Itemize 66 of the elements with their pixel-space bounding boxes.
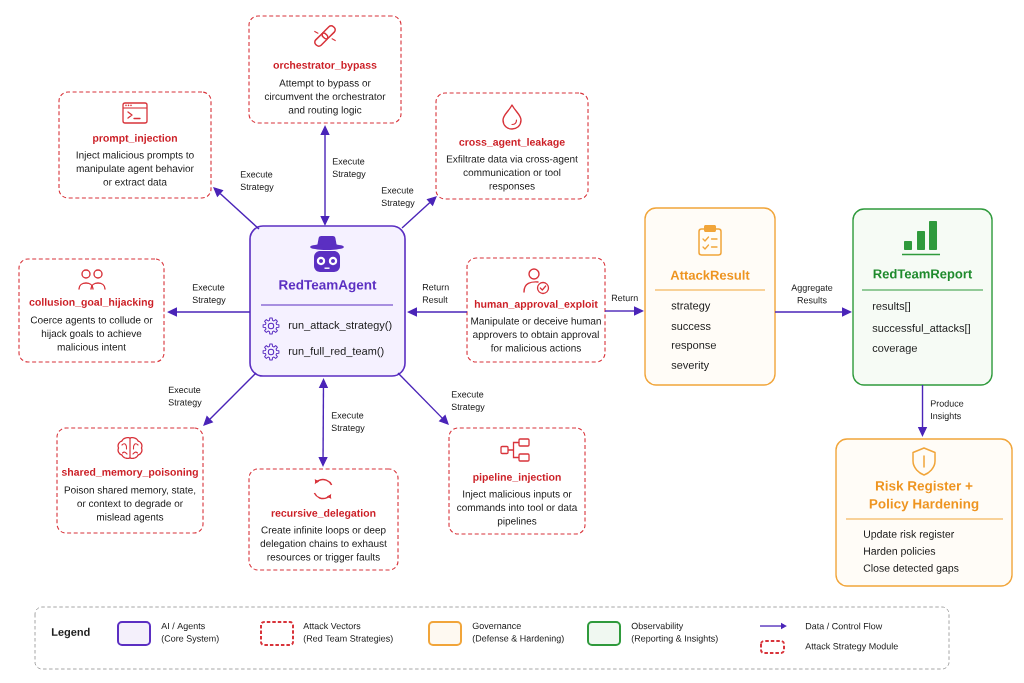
edge-label: Execute Strategy: [168, 386, 202, 408]
method-label: run_full_red_team(): [288, 346, 384, 358]
attack-vector-box: [58, 91, 212, 199]
field-label: strategy: [671, 302, 711, 312]
box-title: orchestrator_bypass: [273, 61, 377, 71]
arrow: [213, 187, 260, 230]
governance-box: [835, 438, 1013, 587]
box-description: Inject malicious inputs or commands into tool or data pipelines: [457, 490, 578, 527]
field-label: results[]: [872, 301, 910, 313]
edge-label: Execute Strategy: [332, 158, 366, 179]
field-label: response: [671, 342, 716, 352]
field-label: severity: [671, 360, 710, 372]
legend-title: Legend: [51, 627, 90, 639]
edge-label: Execute Strategy: [331, 412, 365, 433]
report-box: [852, 208, 993, 386]
legend-text: AI / Agents (Core System): [161, 622, 219, 644]
box-description: Coerce agents to collude or hijack goals to achieve malicious intent: [30, 316, 153, 351]
attack-vector-box: [248, 15, 402, 124]
legend-text: Attack Vectors (Red Team Strategies): [303, 622, 393, 644]
agent-box: [249, 225, 406, 377]
box-title: pipeline_injection: [473, 473, 561, 483]
attack-vector-box: [466, 257, 606, 363]
box-title: cross_agent_leakage: [459, 138, 565, 148]
box-title: prompt_injection: [93, 134, 177, 144]
box-title: recursive_delegation: [271, 509, 376, 519]
field-label: coverage: [872, 345, 917, 355]
edge-label: Execute Strategy: [451, 391, 485, 412]
edge-label: Execute Strategy: [240, 171, 274, 192]
box-description: Create infinite loops or deep delegation chains to exhaust resources or trigger faults: [260, 526, 387, 563]
arrow: [203, 372, 257, 426]
arrow: [401, 196, 437, 229]
edge-label: Aggregate Results: [791, 284, 833, 304]
data-box: [644, 207, 776, 386]
box-description: Exfiltrate data via cross-agent communication or tool responses: [446, 155, 578, 192]
box-title: Risk Register + Policy Hardening: [869, 480, 979, 512]
legend-text: Governance (Defense & Hardening): [472, 622, 564, 644]
field-label: successful_attacks[]: [872, 323, 970, 335]
attack-vector-box: [448, 427, 586, 535]
attack-vector-box: [435, 92, 589, 200]
legend-text: Observability (Reporting & Insights): [631, 622, 718, 644]
edge-label: Execute Strategy: [381, 187, 415, 208]
attack-vector-box: [18, 258, 165, 363]
box-description: Poison shared memory, state, or context to degrade or mislead agents: [64, 486, 196, 523]
box-title: RedTeamReport: [873, 268, 973, 282]
legend-text: Data / Control Flow: [805, 622, 883, 630]
box-title: human_approval_exploit: [474, 300, 598, 310]
box-description: Inject malicious prompts to manipulate agent behavior or extract data: [76, 151, 194, 186]
edge-label: Return Result: [422, 284, 449, 303]
action-item: Close detected gaps: [863, 564, 959, 574]
method-label: run_attack_strategy(): [288, 320, 392, 332]
edge-label: Return: [611, 294, 638, 302]
edge-label: Execute Strategy: [192, 284, 226, 305]
action-item: Update risk register: [864, 530, 955, 540]
box-description: Attempt to bypass or circumvent the orchestrator and routing logic: [264, 79, 386, 116]
edge-label: Produce Insights: [930, 400, 964, 421]
field-label: success: [671, 324, 711, 330]
action-item: Harden policies: [864, 547, 936, 557]
box-description: Manipulate or deceive human approvers to obtain approval for malicious actions: [471, 317, 601, 352]
attack-vector-box: [248, 468, 399, 571]
box-title: shared_memory_poisoning: [61, 468, 198, 478]
box-title: RedTeamAgent: [279, 279, 377, 293]
box-title: AttackResult: [670, 270, 750, 280]
attack-vector-box: [56, 427, 204, 534]
arrow: [397, 372, 449, 425]
legend-text: Attack Strategy Module: [805, 642, 898, 652]
box-title: collusion_goal_hijacking: [29, 298, 154, 308]
